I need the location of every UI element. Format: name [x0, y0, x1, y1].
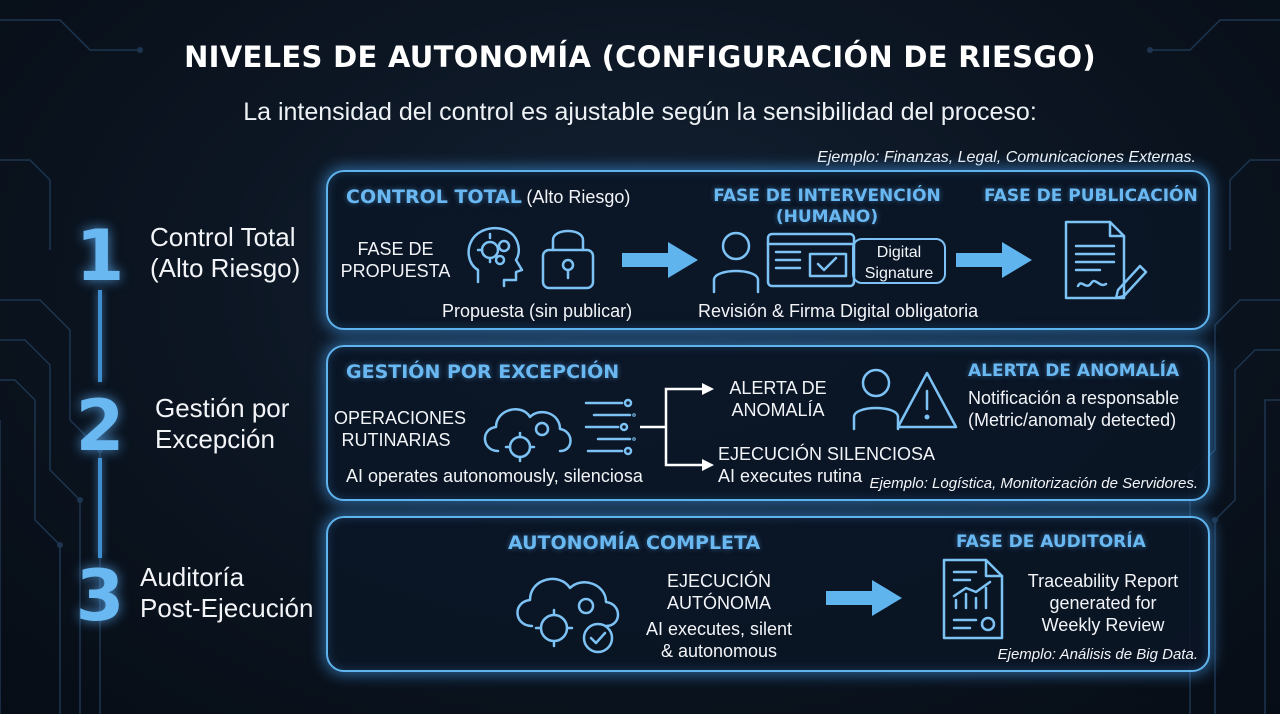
cloud-gears-check-icon — [516, 577, 620, 654]
signature-line1: Digital — [876, 244, 922, 261]
proposal-phase-label: FASE DE PROPUESTA — [338, 238, 453, 282]
anomaly-line2: (Metric/anomaly detected) — [968, 410, 1177, 430]
cloud-gears-icon — [483, 408, 572, 463]
signature-line2: Signature — [864, 265, 934, 282]
arrow-right-icon — [826, 580, 902, 616]
digital-signature-badge: Digital Signature — [852, 238, 946, 284]
alert-line1: ALERTA DE — [729, 378, 827, 398]
page-subtitle: La intensidad del control es ajustable s… — [243, 98, 1037, 126]
level-2-example: Ejemplo: Logística, Monitorización de Se… — [869, 475, 1199, 492]
padlock-icon — [541, 229, 595, 290]
audit-heading: FASE DE AUDITORÍA — [956, 532, 1146, 552]
intervention-caption: Revisión & Firma Digital obligatoria — [698, 301, 979, 321]
exec-line1: EJECUCIÓN — [666, 571, 771, 591]
review-window-icon — [766, 232, 856, 288]
level-2-panel: GESTIÓN POR EXCEPCIÓN OPERACIONES RUTINA… — [326, 345, 1210, 501]
level-1-name-line1: Control Total — [150, 222, 296, 252]
report-line1: Traceability Report — [1027, 571, 1179, 591]
report-chart-icon — [942, 558, 1004, 640]
exec-caption1: AI executes, silent — [645, 619, 793, 639]
control-total-suffix: (Alto Riesgo) — [526, 187, 631, 207]
routine-line2: RUTINARIAS — [341, 430, 451, 450]
autonomia-heading: AUTONOMÍA COMPLETA — [508, 532, 761, 554]
level-connector-line — [98, 290, 102, 382]
silent-execution-heading: EJECUCIÓN SILENCIOSA — [718, 444, 936, 464]
level-3-name-line2: Post-Ejecución — [140, 593, 314, 623]
intervention-line1: FASE DE INTERVENCIÓN — [713, 186, 941, 206]
report-line3: Weekly Review — [1041, 615, 1165, 635]
branch-arrows-icon — [640, 383, 714, 471]
control-total-heading: CONTROL TOTAL — [346, 186, 522, 208]
level-connector-line — [98, 458, 102, 558]
level-2-name-line1: Gestión por — [155, 393, 290, 423]
alert-line2: ANOMALÍA — [731, 400, 825, 420]
level-1-name-line2: (Alto Riesgo) — [150, 253, 301, 283]
level-2-name: Gestión por Excepción — [155, 393, 289, 455]
level-3-panel: AUTONOMÍA COMPLETA EJECUCIÓN AUTÓNOMA AI… — [326, 516, 1210, 672]
anomaly-details: Notificación a responsable (Metric/anoma… — [968, 387, 1179, 431]
proposal-line2: PROPUESTA — [340, 261, 451, 281]
level-1-example: Ejemplo: Finanzas, Legal, Comunicaciones… — [817, 149, 1196, 166]
level-2-number: 2 — [75, 385, 125, 467]
level-3-number: 3 — [75, 555, 125, 637]
routine-line1: OPERACIONES — [334, 408, 467, 428]
data-stream-icon — [584, 398, 636, 456]
publication-heading: FASE DE PUBLICACIÓN — [984, 186, 1198, 206]
signed-document-icon — [1064, 220, 1148, 300]
proposal-caption: Propuesta (sin publicar) — [442, 301, 633, 321]
exec-line2: AUTÓNOMA — [666, 593, 771, 613]
level-1-name: Control Total (Alto Riesgo) — [150, 222, 300, 284]
autonomous-execution-label: EJECUCIÓN AUTÓNOMA — [644, 570, 794, 614]
report-line2: generated for — [1049, 593, 1157, 613]
intervention-line2: (HUMANO) — [775, 207, 879, 227]
level-1-panel: CONTROL TOTAL (Alto Riesgo) FASE DE PROP… — [326, 170, 1210, 330]
silent-execution-caption: AI executes rutina — [718, 466, 863, 486]
level-1-number: 1 — [75, 215, 125, 297]
routine-caption: AI operates autonomously, silenciosa — [346, 466, 643, 486]
autonomous-execution-caption: AI executes, silent & autonomous — [644, 618, 794, 662]
exec-caption2: & autonomous — [660, 641, 778, 661]
level-1-heading: CONTROL TOTAL (Alto Riesgo) — [346, 186, 630, 208]
warning-icon — [896, 371, 958, 429]
gestion-heading: GESTIÓN POR EXCEPCIÓN — [346, 361, 620, 383]
level-3-name-line1: Auditoría — [140, 562, 245, 592]
level-3-example: Ejemplo: Análisis de Big Data. — [997, 646, 1198, 663]
user-icon — [712, 231, 760, 294]
anomaly-heading: ALERTA DE ANOMALÍA — [968, 361, 1180, 381]
level-2-name-line2: Excepción — [155, 424, 275, 454]
arrow-right-icon — [956, 242, 1032, 278]
level-3-name: Auditoría Post-Ejecución — [140, 562, 313, 624]
intervention-heading: FASE DE INTERVENCIÓN (HUMANO) — [704, 186, 950, 228]
user-icon — [852, 368, 900, 431]
traceability-report-text: Traceability Report generated for Weekly… — [1018, 570, 1188, 636]
routine-ops-label: OPERACIONES RUTINARIAS — [334, 407, 467, 451]
brain-head-icon — [467, 227, 524, 288]
anomaly-line1: Notificación a responsable — [968, 388, 1180, 408]
page-title: NIVELES DE AUTONOMÍA (CONFIGURACIÓN DE R… — [184, 40, 1096, 74]
proposal-line1: FASE DE — [357, 239, 434, 259]
alert-branch-label: ALERTA DE ANOMALÍA — [718, 377, 838, 421]
arrow-right-icon — [622, 242, 698, 278]
